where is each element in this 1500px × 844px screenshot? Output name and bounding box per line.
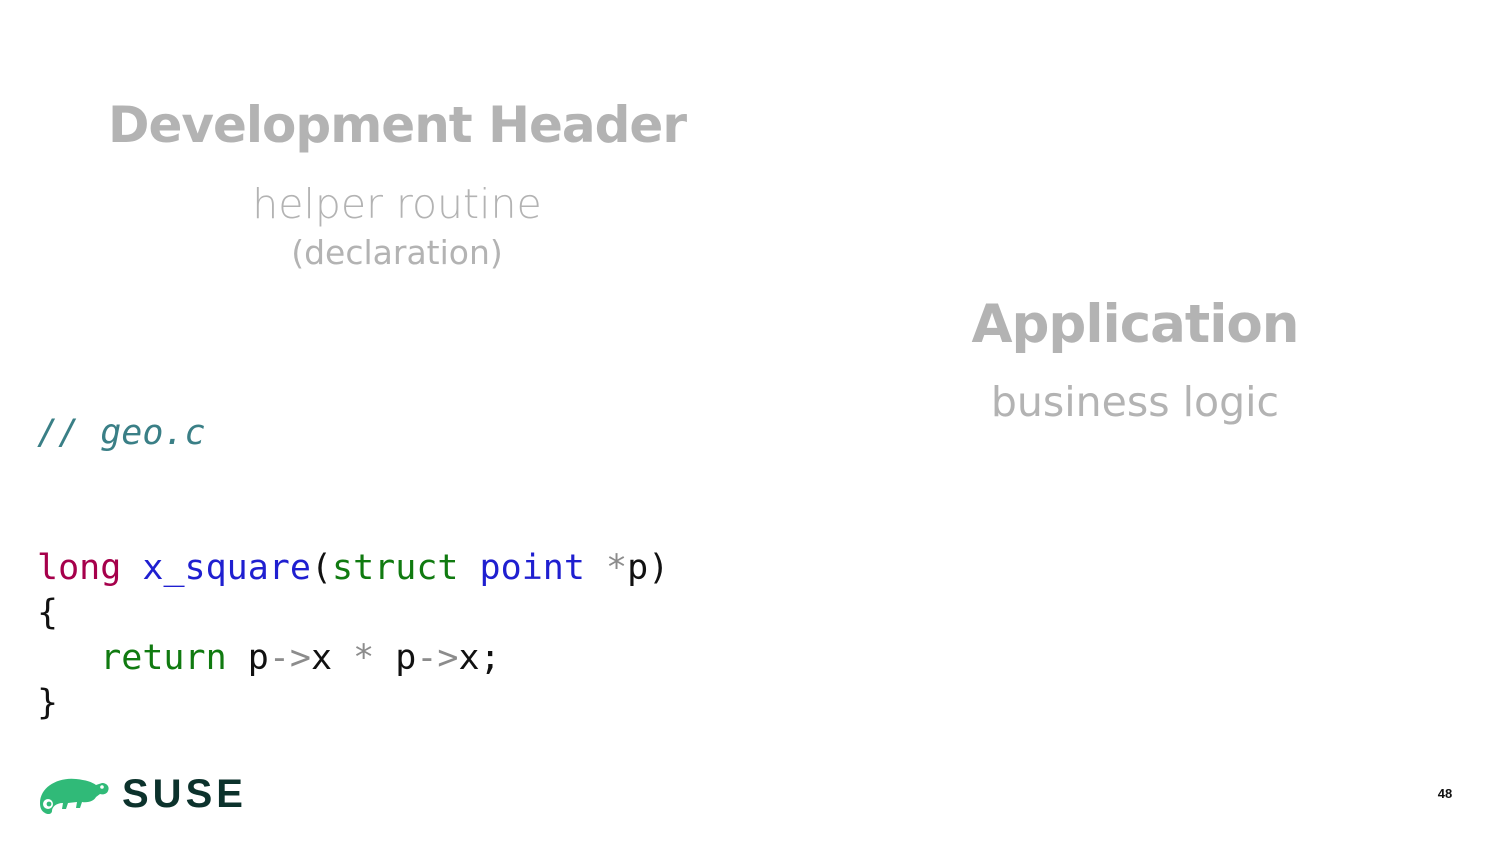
code-line-2: { [37, 593, 59, 633]
code-return-keyword: return [100, 638, 227, 678]
code-indent [37, 638, 100, 678]
code-param: p) [627, 548, 670, 588]
code-arrow-1: -> [268, 638, 311, 678]
code-struct-name: point [479, 548, 585, 588]
helper-routine-label: helper routine [252, 180, 542, 228]
code-struct-keyword: struct [332, 548, 459, 588]
code-pointer-star: * [605, 548, 628, 588]
code-paren: ( [310, 548, 333, 588]
code-line-1: long x_square(struct point *p) [37, 546, 669, 591]
application-title: Application [971, 294, 1299, 355]
code-operand-p2: p [374, 638, 417, 678]
code-member-x2: x; [458, 638, 501, 678]
suse-wordmark: SUSE [122, 772, 247, 816]
code-line-3: return p->x * p->x; [37, 636, 669, 681]
code-block: long x_square(struct point *p){ return p… [37, 546, 669, 726]
code-function-name: x_square [142, 548, 311, 588]
business-logic-label: business logic [990, 378, 1280, 426]
code-comment: // geo.c [37, 413, 206, 453]
code-member-x1: x [310, 638, 354, 678]
code-multiply: * [353, 638, 375, 678]
development-header-title: Development Header [108, 96, 687, 154]
page-number: 48 [1437, 786, 1453, 801]
code-arrow-2: -> [416, 638, 459, 678]
chameleon-body [40, 778, 109, 814]
code-line-4: } [37, 683, 59, 723]
code-operand-p1: p [226, 638, 269, 678]
chameleon-icon [40, 778, 109, 814]
declaration-label: (declaration) [291, 233, 503, 272]
suse-logo: SUSE [36, 772, 247, 817]
code-type: long [37, 548, 122, 588]
